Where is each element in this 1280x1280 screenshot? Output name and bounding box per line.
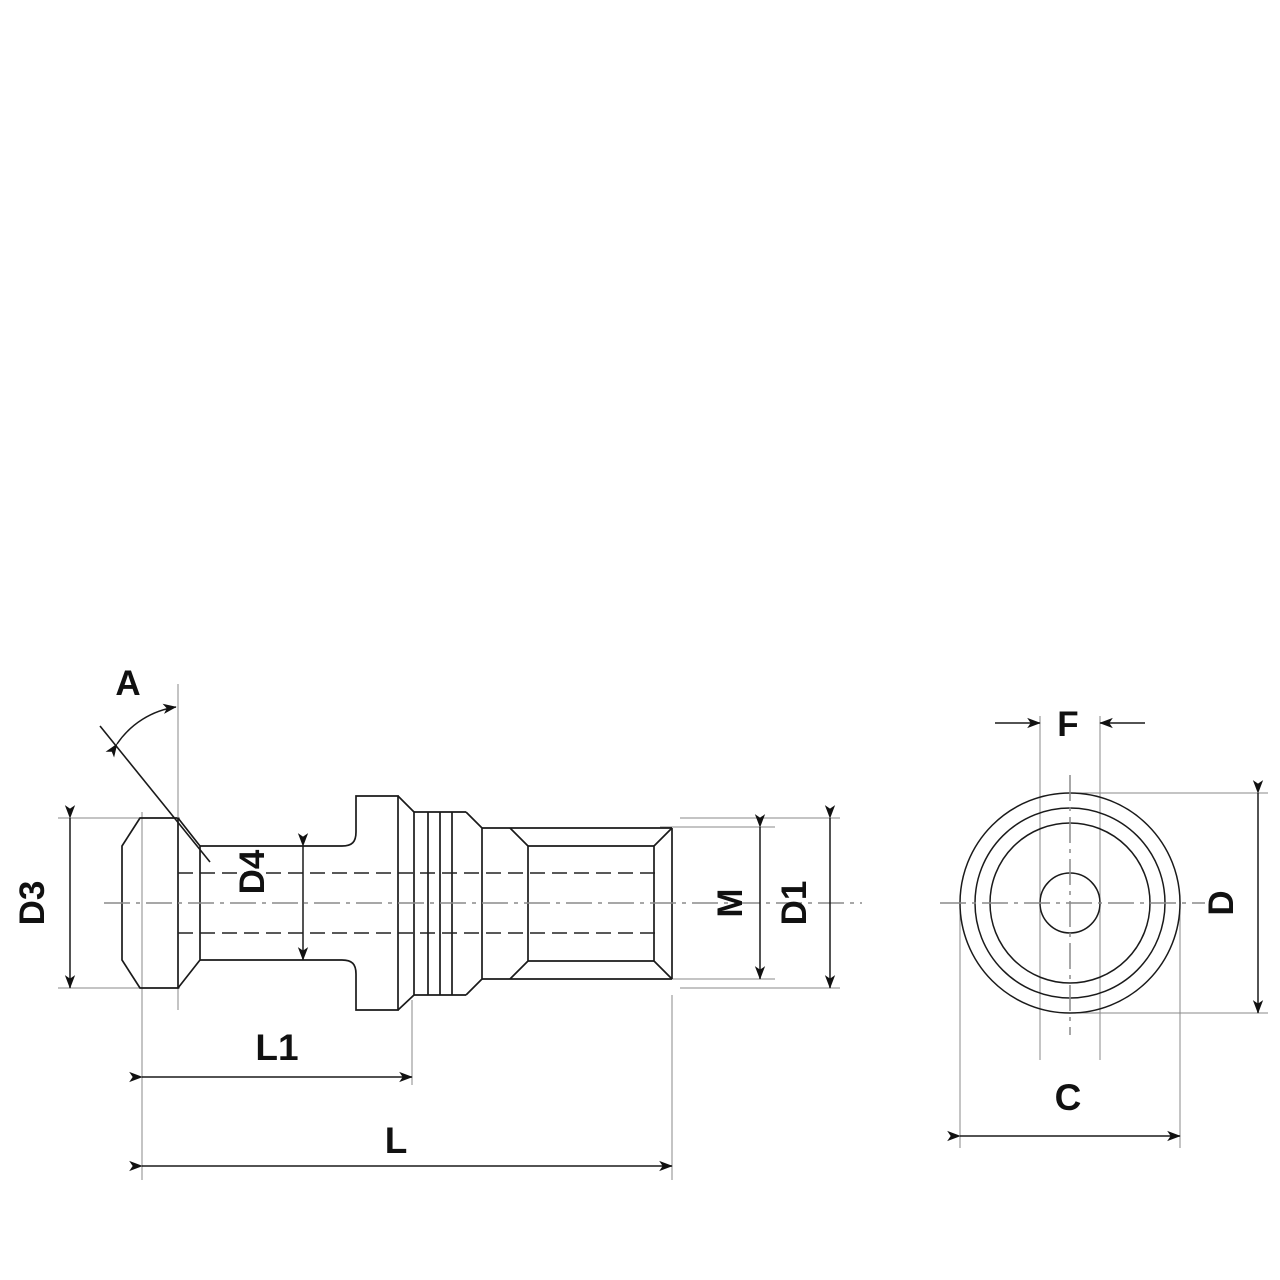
front-view-center-lines: [940, 775, 1205, 1035]
dimension-label-d: D: [1202, 890, 1241, 915]
dimension-label-c: C: [1055, 1077, 1082, 1118]
dimension-label-f: F: [1057, 705, 1078, 744]
front-view-extension-lines: [959, 716, 1268, 1148]
dimension-label-l1: L1: [255, 1027, 298, 1068]
angle-a-callout: [99, 684, 211, 863]
dimension-label-d4: D4: [233, 849, 272, 894]
side-section-view: A D3 D4 M D1 L1: [13, 664, 862, 1180]
dimension-label-d3: D3: [13, 881, 52, 926]
front-end-view: F D C: [940, 705, 1268, 1148]
dimension-label-l: L: [385, 1120, 408, 1161]
dimension-label-d1: D1: [775, 881, 814, 926]
hidden-bore-lines: [178, 872, 660, 934]
dimension-label-a: A: [115, 664, 140, 703]
dimension-label-m: M: [711, 888, 750, 917]
